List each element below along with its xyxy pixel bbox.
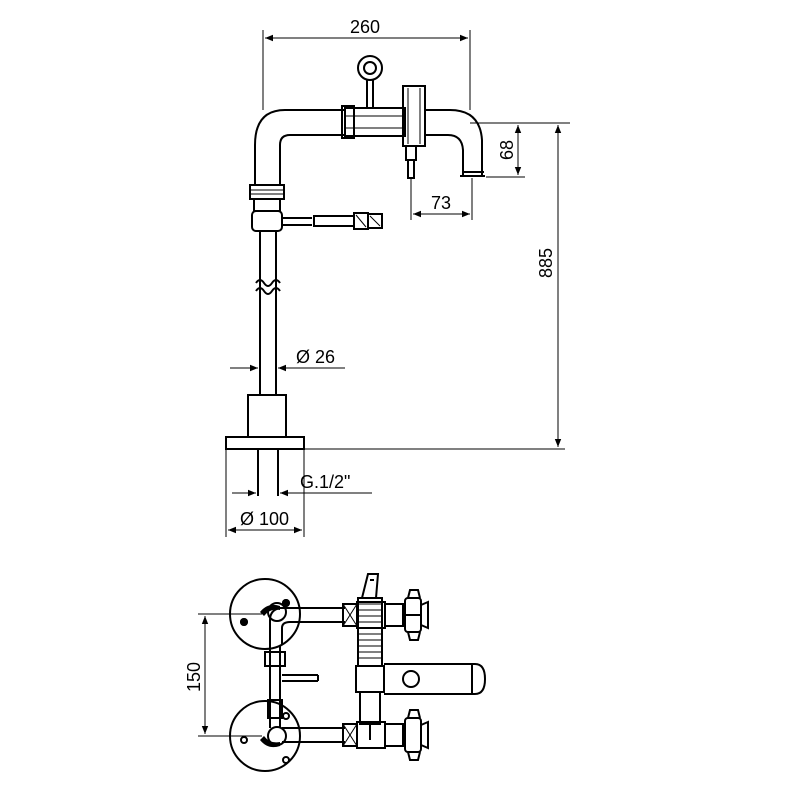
vertical-pipe <box>254 145 281 395</box>
central-mixer-column <box>355 573 385 740</box>
dimension-inlet-spacing: 150 <box>184 613 262 737</box>
dimension-label-73: 73 <box>431 193 451 213</box>
pipe-elbow <box>254 109 345 146</box>
front-vertical-stem <box>264 645 319 728</box>
lower-valve-front <box>342 721 404 749</box>
diverter-lever <box>282 212 383 230</box>
dimension-overall-width: 260 <box>262 17 471 110</box>
side-elevation-view: 260 68 73 885 Ø 26 <box>225 17 570 537</box>
valve-handle <box>357 55 383 108</box>
dimension-overall-height: 885 <box>304 125 565 450</box>
dimension-label-dia-100: Ø 100 <box>240 509 289 529</box>
spout <box>425 109 485 177</box>
valve-body <box>341 105 406 139</box>
pipe-union-nut <box>249 184 285 232</box>
front-spout <box>384 663 487 695</box>
base-flange <box>225 394 305 496</box>
upper-cross-handle <box>404 589 429 641</box>
dimension-pipe-diameter: Ø 26 <box>230 347 345 372</box>
dimension-label-885: 885 <box>536 248 556 278</box>
dimension-label-150: 150 <box>184 662 204 692</box>
dimension-label-dia-26: Ø 26 <box>296 347 335 367</box>
dimension-spout-drop: 68 <box>470 122 570 178</box>
dimension-thread: G.1/2" <box>232 472 372 497</box>
front-elevation-view: 150 <box>184 573 487 772</box>
dimension-label-68: 68 <box>497 140 517 160</box>
dimension-flange-diameter: Ø 100 <box>225 449 305 537</box>
dimension-spout-projection: 73 <box>410 178 473 220</box>
dimension-label-260: 260 <box>350 17 380 37</box>
lower-cross-handle <box>404 709 429 761</box>
dimension-label-thread: G.1/2" <box>300 472 350 492</box>
front-crosshead <box>402 85 426 179</box>
